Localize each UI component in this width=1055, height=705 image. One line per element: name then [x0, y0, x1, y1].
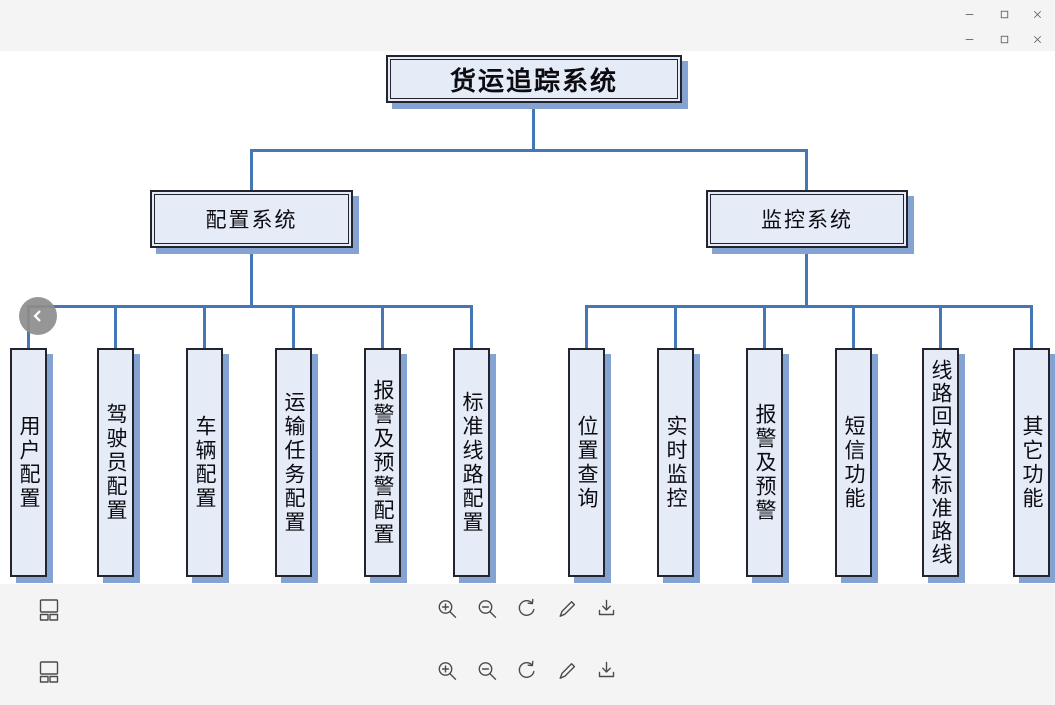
edit-pencil-icon: [559, 601, 576, 617]
leaf-node-label: 报警及预警: [753, 402, 777, 523]
leaf-node-label: 驾驶员配置: [104, 402, 128, 523]
layout-button[interactable]: [35, 595, 63, 623]
bottom-toolbar-area: [0, 584, 1055, 705]
connector-line: [852, 305, 855, 348]
minimize-button-inner[interactable]: [958, 31, 980, 47]
root-node-label: 货运追踪系统: [449, 66, 618, 97]
download-icon: [598, 661, 615, 678]
leaf-node: 驾驶员配置: [97, 348, 134, 577]
connector-line: [381, 305, 384, 348]
zoom-in-button[interactable]: [433, 595, 461, 623]
branch-node-label: 配置系统: [205, 208, 298, 232]
minimize-icon: [965, 38, 973, 40]
leaf-node-label: 车辆配置: [193, 414, 217, 511]
connector-line: [585, 305, 1033, 308]
leaf-node-label: 用户配置: [17, 414, 41, 511]
leaf-node-label: 线路回放及标准路线: [929, 359, 953, 566]
refresh-button[interactable]: [513, 595, 541, 623]
connector-line: [674, 305, 677, 348]
zoom-out-button-secondary[interactable]: [473, 657, 501, 685]
connector-line: [532, 103, 535, 150]
maximize-button[interactable]: [993, 6, 1015, 22]
connector-line: [203, 305, 206, 348]
connector-line: [939, 305, 942, 348]
refresh-icon: [518, 598, 535, 616]
connector-line: [250, 149, 253, 190]
zoom-in-icon: [438, 662, 457, 680]
close-button[interactable]: [1026, 6, 1048, 22]
layout-button-secondary[interactable]: [35, 657, 63, 685]
leaf-node: 运输任务配置: [275, 348, 312, 577]
connector-line: [27, 305, 473, 308]
minimize-button[interactable]: [958, 6, 980, 22]
leaf-node-label: 短信功能: [842, 414, 866, 511]
close-icon: [1033, 35, 1041, 43]
maximize-icon: [1000, 10, 1008, 18]
download-button-secondary[interactable]: [593, 657, 621, 685]
minimize-icon: [965, 13, 973, 15]
connector-line: [250, 247, 253, 308]
leaf-node-label: 运输任务配置: [282, 390, 306, 535]
leaf-node: 标准线路配置: [453, 348, 490, 577]
leaf-node-label: 位置查询: [575, 414, 599, 511]
zoom-in-button-secondary[interactable]: [433, 657, 461, 685]
connector-line: [250, 149, 808, 152]
branch-node-monitor: 监控系统: [706, 190, 908, 248]
close-icon: [1033, 10, 1041, 18]
leaf-node: 报警及预警配置: [364, 348, 401, 577]
leaf-node-label: 实时监控: [664, 414, 688, 511]
connector-line: [470, 305, 473, 348]
leaf-node-label: 其它功能: [1020, 414, 1044, 511]
org-chart-icon: [39, 661, 59, 683]
download-icon: [598, 599, 615, 616]
connector-line: [805, 149, 808, 190]
leaf-node: 线路回放及标准路线: [922, 348, 959, 577]
edit-button-secondary[interactable]: [553, 657, 581, 685]
edit-button[interactable]: [553, 595, 581, 623]
connector-line: [114, 305, 117, 348]
zoom-in-icon: [438, 600, 457, 618]
refresh-icon: [518, 660, 535, 678]
branch-node-config: 配置系统: [150, 190, 353, 248]
maximize-button-inner[interactable]: [993, 31, 1015, 47]
download-button[interactable]: [593, 595, 621, 623]
connector-line: [1030, 305, 1033, 348]
connector-line: [763, 305, 766, 348]
connector-line: [292, 305, 295, 348]
leaf-node: 报警及预警: [746, 348, 783, 577]
zoom-out-icon: [478, 600, 497, 618]
zoom-out-icon: [478, 662, 497, 680]
leaf-node-label: 标准线路配置: [460, 390, 484, 535]
leaf-node: 短信功能: [835, 348, 872, 577]
leaf-node: 其它功能: [1013, 348, 1050, 577]
close-button-inner[interactable]: [1026, 31, 1048, 47]
zoom-out-button[interactable]: [473, 595, 501, 623]
branch-node-label: 监控系统: [761, 208, 853, 232]
connector-line: [805, 247, 808, 308]
leaf-node-label: 报警及预警配置: [371, 378, 395, 547]
leaf-node: 实时监控: [657, 348, 694, 577]
org-chart-icon: [39, 599, 59, 621]
edit-pencil-icon: [559, 663, 576, 679]
chevron-left-icon: [33, 310, 41, 322]
connector-line: [585, 305, 588, 348]
refresh-button-secondary[interactable]: [513, 657, 541, 685]
root-node: 货运追踪系统: [386, 55, 682, 103]
title-bar: [0, 0, 1055, 51]
leaf-node: 用户配置: [10, 348, 47, 577]
maximize-icon: [1000, 35, 1008, 43]
leaf-node: 车辆配置: [186, 348, 223, 577]
back-button[interactable]: [19, 297, 57, 335]
leaf-node: 位置查询: [568, 348, 605, 577]
